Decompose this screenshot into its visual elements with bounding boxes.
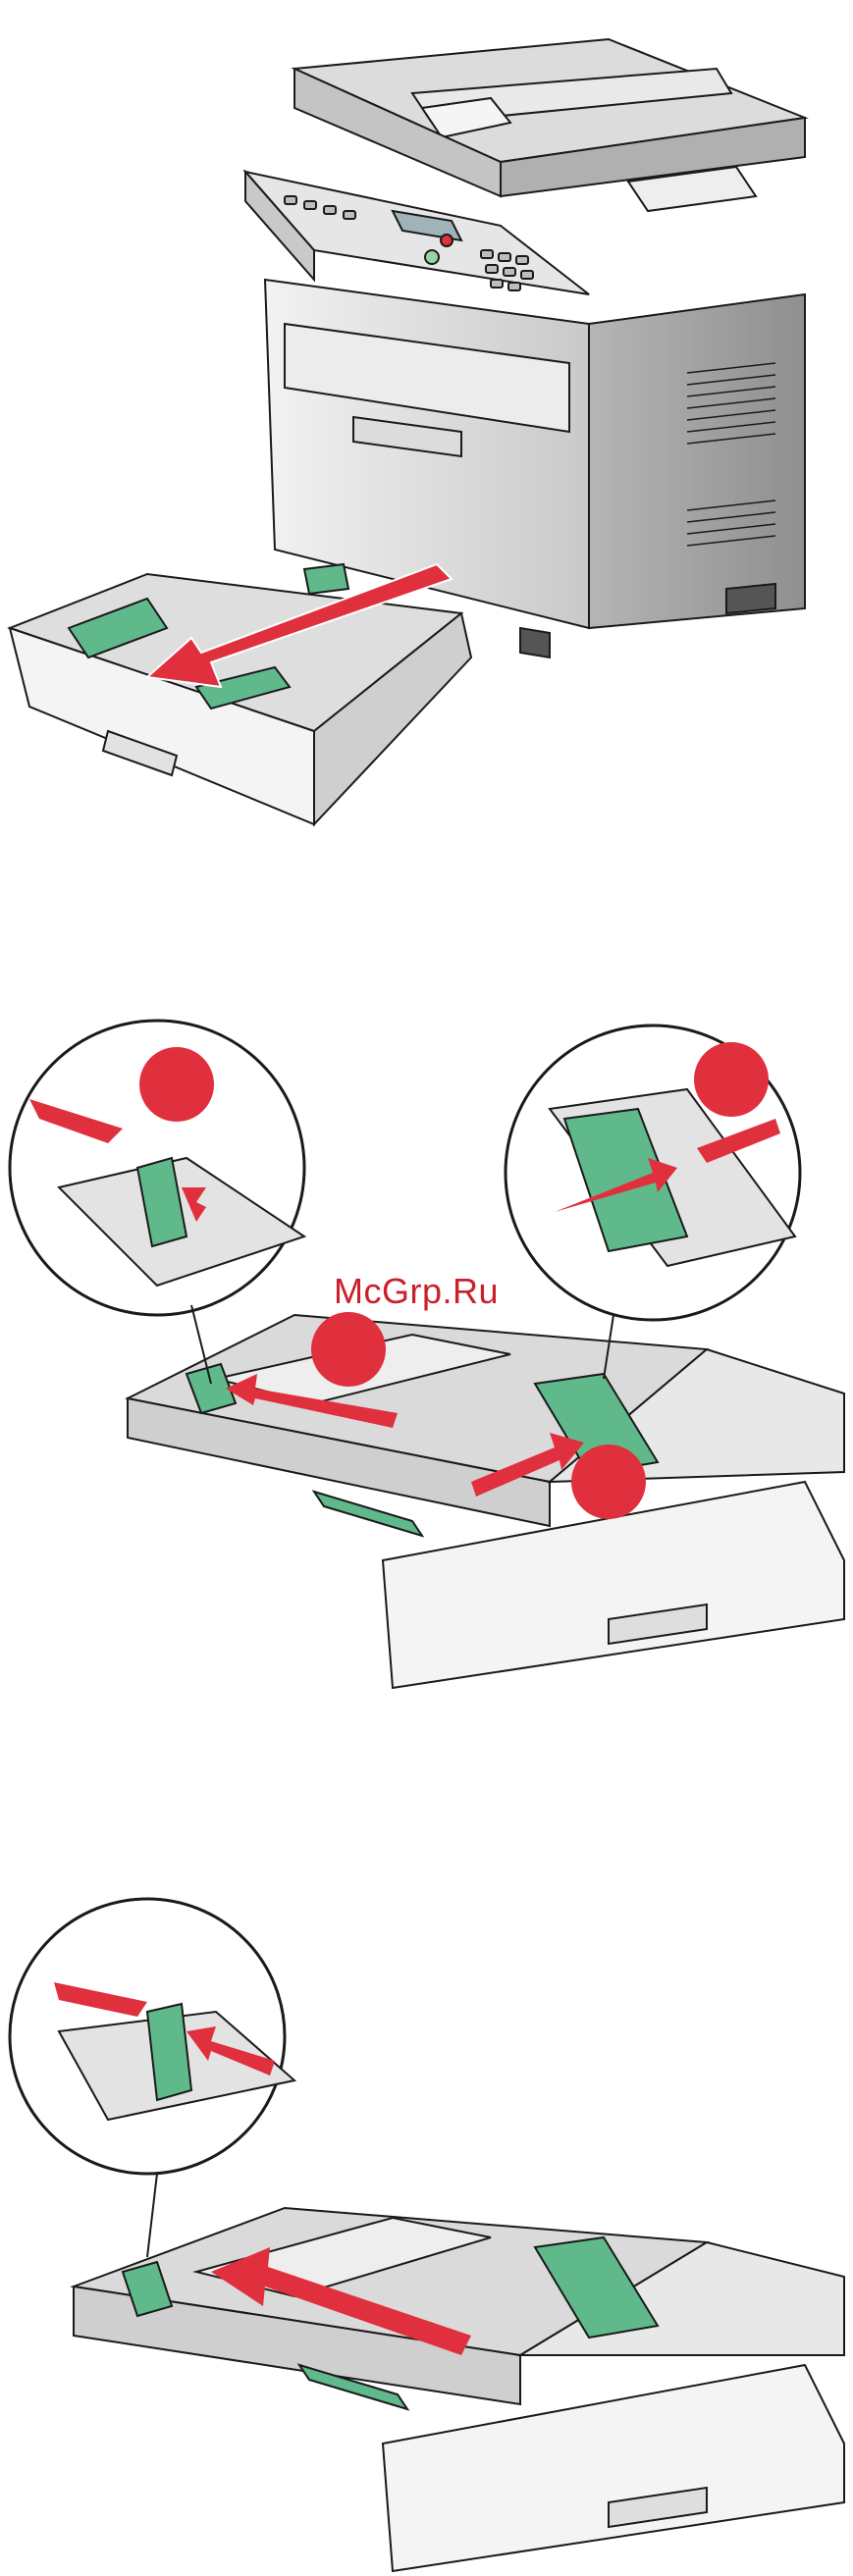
callout-zoom	[10, 1899, 294, 2257]
scanner-lid	[294, 39, 805, 211]
paper-tray	[10, 564, 471, 824]
callout-badge-2	[694, 1042, 769, 1117]
tray-guides-illustration	[0, 1011, 853, 1698]
stop-button-icon	[441, 235, 453, 246]
start-button-icon	[425, 250, 439, 264]
tray-body	[128, 1315, 844, 1688]
callout-badge-3	[311, 1312, 386, 1387]
figure-adjust-guides	[0, 1011, 853, 1698]
callout-badge-1	[139, 1047, 214, 1122]
tray-body	[74, 2208, 844, 2571]
tray-length-illustration	[0, 1894, 853, 2576]
printer-illustration	[0, 0, 853, 844]
callout-badge-4	[571, 1445, 646, 1519]
length-guide	[314, 1492, 422, 1536]
figure-remove-tray	[0, 0, 853, 844]
figure-slide-length-guide	[0, 1894, 853, 2576]
